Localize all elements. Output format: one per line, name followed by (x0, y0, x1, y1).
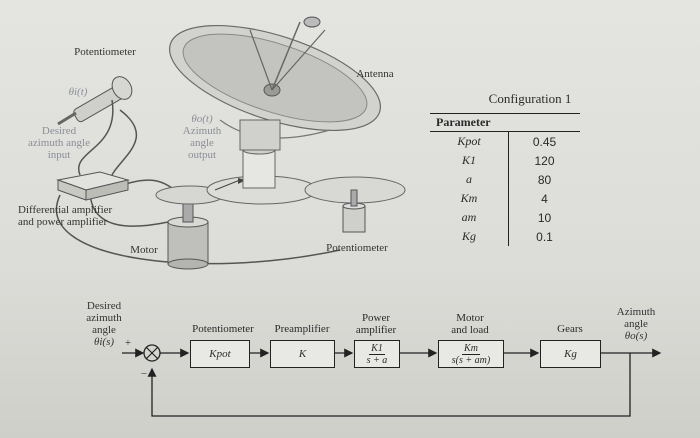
config-row: Kg 0.1 (430, 227, 580, 246)
configuration-title: Configuration 1 (488, 91, 572, 106)
potentiometer-top-label: Potentiometer (74, 46, 136, 58)
potentiometer-gain: Kpot (209, 348, 231, 360)
config-param: Km (430, 189, 509, 208)
config-param: Kg (430, 227, 509, 246)
config-row: Kpot 0.45 (430, 131, 580, 151)
output-potentiometer (342, 189, 366, 233)
plus-sign: + (124, 337, 132, 349)
config-value: 4 (541, 191, 548, 206)
motor-load-block: Km s(s + am) (438, 340, 504, 368)
gears-block: Kg (540, 340, 601, 368)
theta-i-t-label: θi(t) (68, 86, 88, 98)
preamplifier-block-header: Preamplifier (274, 323, 330, 335)
config-row: Km 4 (430, 189, 580, 208)
potentiometer-bottom-label: Potentiometer (326, 242, 388, 254)
desired-azimuth-input-label: Desired azimuth angle input (27, 125, 90, 161)
summing-junction (143, 344, 161, 362)
potentiometer-block-header: Potentiometer (192, 323, 254, 335)
power-amplifier-transfer-function: K1 s + a (366, 342, 388, 366)
parameter-header: Parameter (430, 113, 580, 132)
config-value: 80 (537, 172, 552, 187)
power-amplifier-block: K1 s + a (354, 340, 400, 368)
preamplifier-block: K (270, 340, 335, 368)
config-param: a (430, 170, 509, 189)
config-param: am (430, 208, 509, 227)
config-row: K1 120 (430, 151, 580, 170)
input-potentiometer (57, 76, 133, 126)
gear-train (155, 175, 406, 205)
azimuth-angle-output-label-bd: Azimuth angle θo(s) (616, 306, 656, 342)
gears-gain: Kg (564, 348, 577, 360)
motor-load-block-header: Motor and load (451, 312, 489, 336)
preamplifier-gain: K (298, 348, 307, 360)
azimuth-angle-output-label: θo(t) Azimuth angle output (182, 113, 222, 161)
config-row: am 10 (430, 208, 580, 227)
config-row: a 80 (430, 170, 580, 189)
config-value: 0.1 (536, 229, 553, 244)
differential-amplifier-label: Differential amplifier and power amplifi… (18, 204, 113, 228)
motor-load-transfer-function: Km s(s + am) (451, 342, 491, 366)
motor-label: Motor (130, 244, 158, 256)
config-param: Kpot (430, 131, 509, 151)
antenna-dish (168, 16, 382, 151)
antenna-label: Antenna (356, 68, 394, 80)
config-value: 10 (537, 210, 552, 225)
potentiometer-block: Kpot (190, 340, 250, 368)
desired-azimuth-angle-label: Desired azimuth angle θi(s) (86, 300, 122, 348)
minus-sign: − (140, 368, 148, 380)
differential-amplifier-box (56, 171, 130, 201)
system-illustration (56, 16, 406, 270)
power-amplifier-block-header: Power amplifier (355, 312, 397, 336)
config-value: 0.45 (532, 134, 557, 149)
config-param: K1 (430, 151, 509, 170)
motor-cylinder (167, 199, 209, 270)
config-value: 120 (534, 153, 555, 168)
gears-block-header: Gears (557, 323, 583, 335)
